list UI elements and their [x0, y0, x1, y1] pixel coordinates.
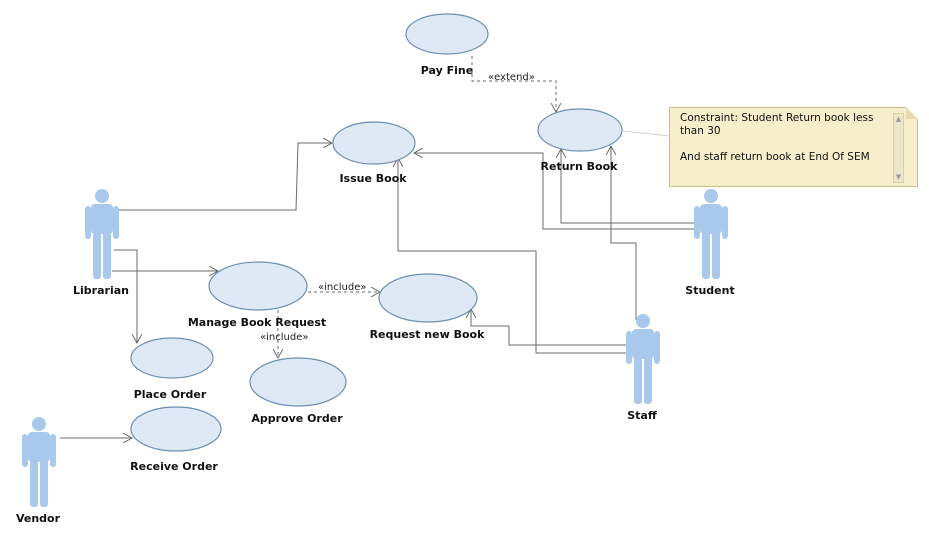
- use-case-pay-fine-label: Pay Fine: [421, 64, 473, 77]
- actor-student-label: Student: [685, 284, 734, 297]
- staff-return-book-line[interactable]: [611, 146, 637, 320]
- use-case-issue-book[interactable]: [332, 121, 416, 165]
- use-case-request-new-book[interactable]: [378, 273, 478, 323]
- use-case-place-order-label: Place Order: [134, 388, 207, 401]
- use-case-return-book[interactable]: [537, 108, 623, 152]
- student-issue-book-line[interactable]: [414, 153, 694, 230]
- actor-vendor[interactable]: [22, 417, 56, 507]
- actor-vendor-label: Vendor: [16, 512, 61, 525]
- use-case-issue-book-label: Issue Book: [339, 172, 407, 185]
- use-case-receive-order-label: Receive Order: [130, 460, 218, 473]
- use-case-request-new-book-label: Request new Book: [370, 328, 486, 341]
- constraint-note[interactable]: Constraint: Student Return book less tha…: [669, 107, 918, 187]
- extend-stereotype-label: «extend»: [488, 72, 535, 83]
- use-case-manage-book-request[interactable]: [208, 261, 308, 311]
- actor-librarian-label: Librarian: [73, 284, 129, 297]
- include-approve-stereotype-label: «include»: [260, 332, 308, 343]
- actor-staff[interactable]: [626, 314, 660, 404]
- include-request-stereotype-label: «include»: [318, 282, 366, 293]
- actor-librarian[interactable]: [85, 189, 119, 279]
- note-anchor-line: [622, 130, 670, 137]
- use-case-approve-order-label: Approve Order: [251, 412, 343, 425]
- constraint-note-text: Constraint: Student Return book less tha…: [680, 112, 874, 163]
- actor-student[interactable]: [694, 189, 728, 279]
- student-return-book-line[interactable]: [561, 149, 694, 224]
- use-case-manage-book-request-label: Manage Book Request: [188, 316, 326, 329]
- use-case-pay-fine[interactable]: [405, 13, 489, 55]
- staff-request-new-book-line[interactable]: [471, 309, 628, 346]
- extend-dependency-line[interactable]: [471, 56, 556, 112]
- actor-staff-label: Staff: [627, 409, 657, 422]
- staff-issue-book-line[interactable]: [398, 158, 628, 354]
- librarian-place-order-line[interactable]: [114, 249, 137, 343]
- use-case-approve-order[interactable]: [249, 357, 347, 407]
- scroll-down-icon[interactable]: ▼: [895, 173, 902, 181]
- scroll-up-icon[interactable]: ▲: [895, 115, 902, 123]
- note-scrollbar[interactable]: ▲ ▼: [893, 113, 904, 183]
- librarian-issue-book-line[interactable]: [118, 143, 332, 211]
- use-case-place-order[interactable]: [130, 337, 214, 379]
- use-case-receive-order[interactable]: [130, 406, 222, 452]
- use-case-return-book-label: Return Book: [541, 160, 619, 173]
- note-fold-corner: [906, 107, 918, 119]
